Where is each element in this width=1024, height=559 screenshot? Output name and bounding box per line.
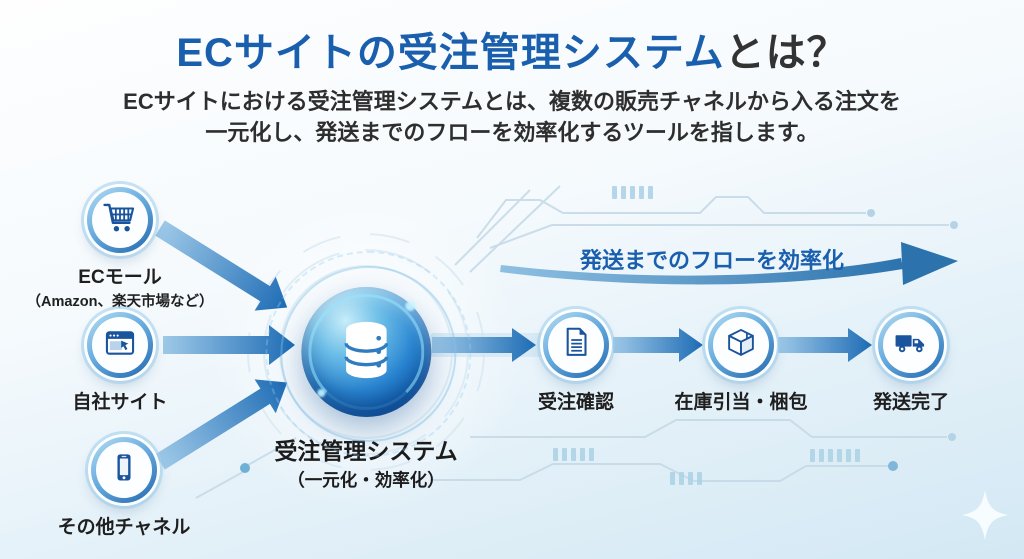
page-title: ECサイトの受注管理システムとは？ (0, 20, 1024, 78)
step-circle (543, 312, 609, 378)
step-order-confirmation: 受注確認 (456, 312, 696, 414)
step-shipping-complete: 発送完了 (791, 312, 1024, 414)
flow-caption: 発送までのフローを効率化 (579, 248, 845, 273)
hub-order-management-system: 受注管理システム （一元化・効率化） (265, 251, 471, 492)
channel-arrows (155, 220, 295, 470)
swoosh-arrow (500, 242, 958, 285)
delivery-truck-icon (892, 324, 930, 367)
page-title-suffix: とは？ (724, 31, 848, 75)
channel-own-site: 自社サイト (0, 312, 240, 415)
step-label: 受注確認 (537, 392, 614, 413)
step-inventory-packing: 在庫引当・梱包 (621, 312, 861, 414)
step-label: 在庫引当・梱包 (674, 392, 808, 413)
page-subtitle-line2: 一元化し、発送までのフローを効率化するツールを指します。 (205, 120, 819, 146)
smartphone-icon (105, 449, 143, 492)
step-label: 発送完了 (872, 392, 949, 413)
channel-circle (91, 437, 157, 503)
hub-sublabel: （一元化・効率化） (287, 470, 445, 490)
channel-circle (87, 312, 153, 378)
circuit-traces (195, 185, 949, 499)
shopping-cart-icon (101, 199, 139, 242)
order-document-icon (557, 324, 595, 367)
channel-label: その他チャネル (57, 517, 191, 538)
channel-sublabel: （Amazon、楽天市場など） (26, 294, 214, 310)
data-dashes (553, 186, 860, 485)
hub-label: 受注管理システム (274, 438, 458, 464)
page-subtitle: ECサイトにおける受注管理システムとは、複数の販売チャネルから入る注文を 一元化… (0, 86, 1024, 148)
page-title-highlight: ECサイトの受注管理システム (176, 31, 725, 75)
package-box-icon (722, 324, 760, 367)
page-subtitle-line1: ECサイトにおける受注管理システムとは、複数の販売チャネルから入る注文を (123, 89, 901, 114)
hub-sphere (301, 287, 431, 417)
browser-window-icon (101, 324, 139, 367)
channel-ec-mall: ECモール （Amazon、楽天市場など） (0, 187, 240, 311)
step-circle (708, 312, 774, 378)
step-circle (878, 312, 944, 378)
channel-other: その他チャネル (4, 437, 244, 540)
flow-arrows (432, 328, 872, 362)
channel-circle (87, 187, 153, 253)
channel-label: ECモール (78, 267, 162, 288)
circuit-nodes (240, 209, 958, 473)
channel-label: 自社サイト (72, 392, 168, 413)
sparkle-icon (962, 490, 1008, 540)
